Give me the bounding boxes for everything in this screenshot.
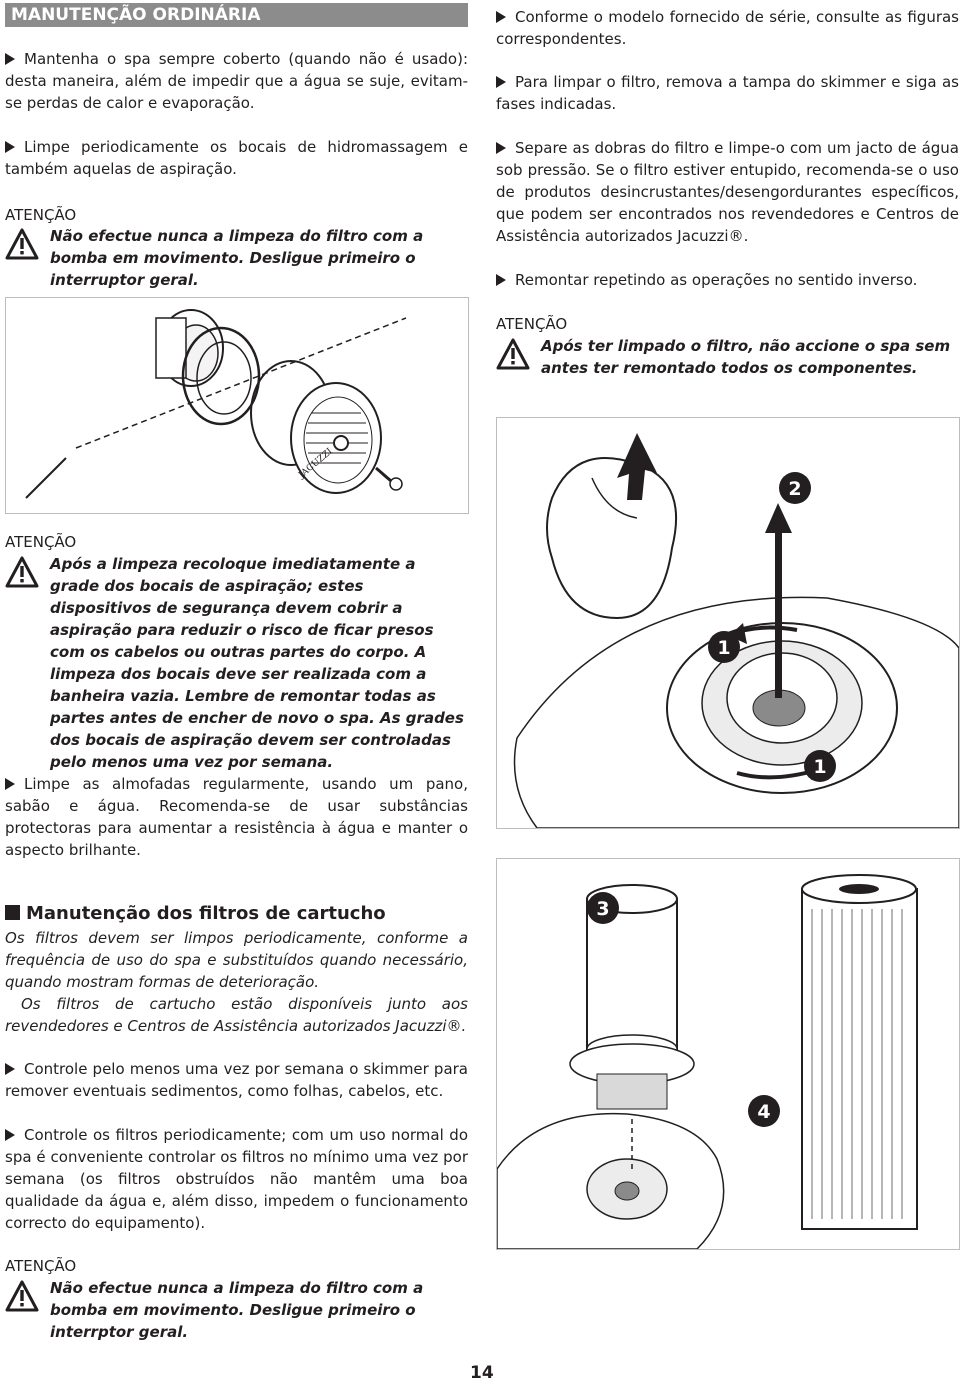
step-number: 3 [596, 898, 609, 920]
paragraph-filter-availability: Os filtros de cartucho estão disponíveis… [5, 995, 468, 1035]
step-number: 1 [717, 637, 730, 659]
section-square-icon [5, 905, 20, 920]
attention-label: ATENÇÃO [496, 315, 568, 333]
attention-label: ATENÇÃO [5, 206, 77, 224]
warning-icon [5, 228, 39, 260]
bullet-arrow-icon [5, 141, 15, 153]
warning-icon [496, 338, 530, 370]
paragraph-reassemble: Remontar repetindo as operações no senti… [496, 269, 959, 291]
attention-text-filter: Não efectue nunca a limpeza do filtro co… [50, 227, 424, 289]
paragraph-clean-jets: Limpe periodicamente os bocais de hidrom… [5, 138, 468, 178]
attention-label: ATENÇÃO [5, 533, 77, 551]
paragraph-cushions: Limpe as almofadas regularmente, usando … [5, 775, 468, 859]
attention-text-suction-grilles: Após a limpeza recoloque imediatamente a… [50, 555, 464, 771]
paragraph-wash-filter: Separe as dobras do filtro e limpe-o com… [496, 139, 959, 245]
step-number: 2 [788, 478, 801, 500]
attention-text-pump: Não efectue nunca a limpeza do filtro co… [50, 1279, 424, 1341]
warning-icon [5, 556, 39, 588]
exploded-fitting-illustration: JACUZZI [25, 309, 407, 499]
bullet-arrow-icon [5, 1063, 15, 1075]
bullet-arrow-icon [496, 76, 506, 88]
page-number: 14 [470, 1363, 494, 1383]
paragraph-skimmer-check: Controle pelo menos uma vez por semana o… [5, 1060, 468, 1100]
skimmer-lid-illustration: 2 1 1 [513, 433, 960, 829]
attention-text-reassemble: Após ter limpado o filtro, não accione o… [541, 337, 951, 377]
section-banner: MANUTENÇÃO ORDINÁRIA [5, 3, 468, 27]
paragraph-remove-lid: Para limpar o filtro, remova a tampa do … [496, 73, 959, 113]
paragraph-cover-spa: Mantenha o spa sempre coberto (quando nã… [5, 50, 468, 112]
paragraph-filter-check: Controle os filtros periodicamente; com … [5, 1126, 468, 1232]
filter-cartridge-illustration: 3 4 [496, 874, 918, 1250]
figure-suction-fitting: JACUZZI [5, 297, 469, 514]
bullet-arrow-icon [496, 11, 506, 23]
attention-label: ATENÇÃO [5, 1257, 77, 1275]
bullet-arrow-icon [496, 274, 506, 286]
bullet-arrow-icon [5, 53, 15, 65]
section-title: Manutenção dos filtros de cartucho [5, 903, 386, 925]
warning-icon [5, 1280, 39, 1312]
figure-filter-cartridge: 3 4 [496, 858, 960, 1250]
paragraph-model-figures: Conforme o modelo fornecido de série, co… [496, 8, 959, 48]
bullet-arrow-icon [5, 1129, 15, 1141]
bullet-arrow-icon [496, 142, 506, 154]
figure-skimmer-lid: 2 1 1 [496, 417, 960, 829]
paragraph-filter-intro: Os filtros devem ser limpos periodicamen… [5, 929, 468, 991]
step-number: 4 [757, 1101, 770, 1123]
step-number: 1 [813, 756, 826, 778]
bullet-arrow-icon [5, 778, 15, 790]
